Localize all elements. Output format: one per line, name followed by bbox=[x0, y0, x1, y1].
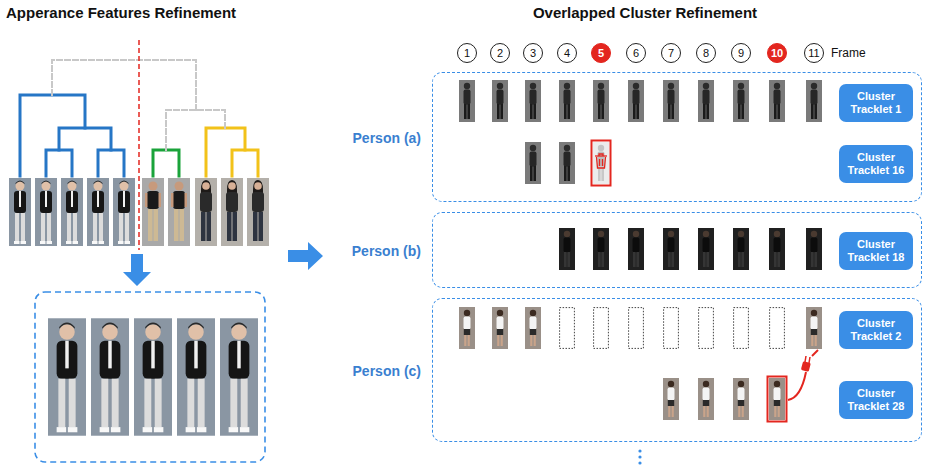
frame-number: 1 bbox=[464, 48, 470, 59]
tracklet-box: Cluster Tracklet 28 bbox=[839, 381, 913, 419]
refined-box bbox=[35, 292, 265, 462]
section-title: Apperance Features Refinement bbox=[6, 4, 236, 21]
plug-icon bbox=[788, 350, 818, 400]
frame-number: 6 bbox=[633, 48, 639, 59]
tracklet-label: Cluster Tracklet 28 bbox=[844, 387, 908, 413]
blue-cluster bbox=[20, 95, 124, 176]
trash-icon bbox=[595, 154, 607, 168]
person-label: Person (b) bbox=[352, 243, 421, 259]
person-c-images bbox=[459, 307, 822, 422]
frame-circle: 11 bbox=[804, 43, 824, 63]
frame-circle: 10 bbox=[767, 43, 787, 63]
tracklet-box: Cluster Tracklet 18 bbox=[839, 232, 913, 270]
down-arrow bbox=[123, 254, 151, 286]
frame-number: 2 bbox=[497, 48, 503, 59]
frame-circle: 3 bbox=[523, 43, 543, 63]
frame-number: 9 bbox=[738, 48, 744, 59]
refined-images bbox=[48, 318, 258, 435]
frame-number: 11 bbox=[808, 48, 819, 59]
frame-circle: 5 bbox=[591, 43, 611, 63]
frame-number: 7 bbox=[668, 48, 674, 59]
person-group: Person (a)Cluster Tracklet 1Cluster Trac… bbox=[432, 72, 922, 202]
frame-circle: 8 bbox=[696, 43, 716, 63]
tracklet-label: Cluster Tracklet 1 bbox=[844, 90, 908, 116]
yellow-cluster bbox=[206, 128, 258, 176]
frame-number: 8 bbox=[703, 48, 709, 59]
tracklet-label: Cluster Tracklet 16 bbox=[844, 151, 908, 177]
frame-number: 10 bbox=[771, 48, 783, 59]
person-label: Person (a) bbox=[353, 130, 421, 146]
more-dots bbox=[638, 449, 641, 464]
person-group: Person (b)Cluster Tracklet 18 bbox=[432, 212, 922, 288]
cut-line bbox=[138, 40, 140, 250]
green-cluster bbox=[153, 150, 179, 176]
frame-circle: 2 bbox=[490, 43, 510, 63]
person-a-images bbox=[459, 80, 822, 186]
frame-number: 3 bbox=[530, 48, 536, 59]
tracklet-label: Cluster Tracklet 18 bbox=[844, 238, 908, 264]
axis-label: Frame bbox=[831, 46, 866, 60]
tracklet-label: Cluster Tracklet 2 bbox=[844, 317, 908, 343]
frame-number: 4 bbox=[564, 48, 570, 59]
person-group: Person (c)Cluster Tracklet 2Cluster Trac… bbox=[432, 298, 922, 442]
dendrogram bbox=[20, 60, 258, 176]
right-arrow bbox=[288, 242, 323, 270]
frame-number: 5 bbox=[598, 48, 604, 59]
frame-circle: 4 bbox=[557, 43, 577, 63]
tracklet-box: Cluster Tracklet 1 bbox=[839, 84, 913, 122]
frame-circle: 6 bbox=[626, 43, 646, 63]
section-title: Overlapped Cluster Refinement bbox=[533, 4, 757, 21]
tracklet-box: Cluster Tracklet 2 bbox=[839, 311, 913, 349]
tracklet-box: Cluster Tracklet 16 bbox=[839, 145, 913, 183]
frame-circle: 7 bbox=[661, 43, 681, 63]
person-b-images bbox=[559, 228, 822, 270]
person-label: Person (c) bbox=[353, 363, 421, 379]
frame-circle: 9 bbox=[731, 43, 751, 63]
frame-circle: 1 bbox=[457, 43, 477, 63]
